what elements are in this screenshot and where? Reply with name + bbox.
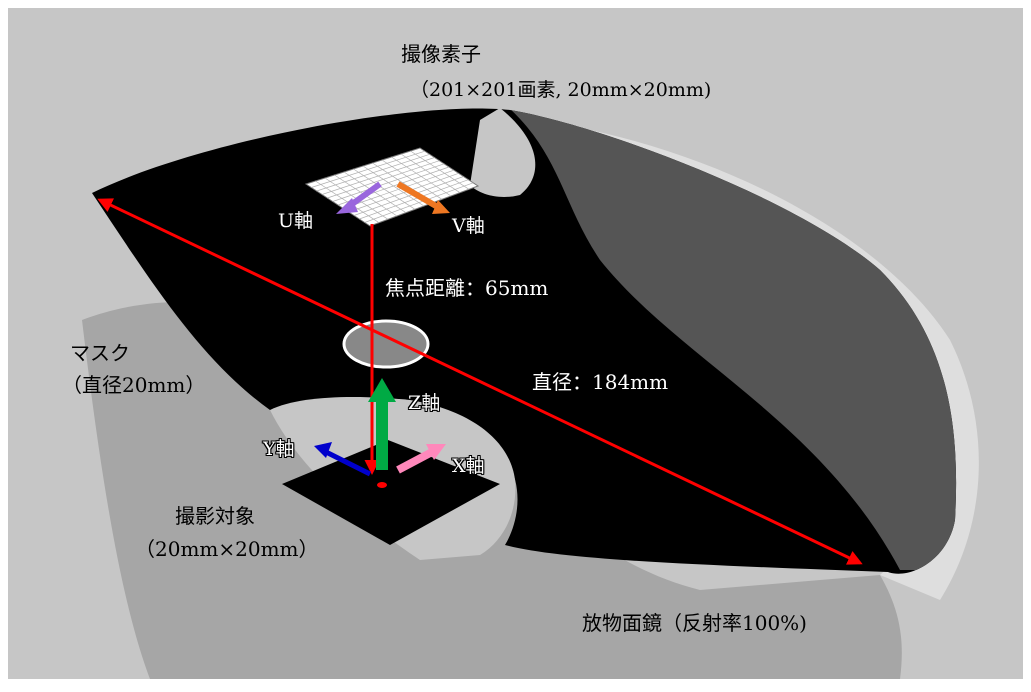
- target-spec: （20mm×20mm）: [135, 537, 319, 561]
- v-axis-label: V軸: [452, 215, 485, 237]
- x-axis-arrow: [396, 444, 446, 474]
- u-axis-label: U軸: [278, 210, 314, 232]
- x-axis-label: X軸: [452, 455, 485, 477]
- z-axis-label: Z軸: [408, 392, 441, 414]
- focal-length-label: 焦点距離：65mm: [385, 276, 549, 300]
- diameter-label: 直径：184mm: [532, 370, 669, 394]
- diameter-arrow: [97, 198, 863, 565]
- sensor-title: 撮像素子: [401, 42, 481, 66]
- mask-title: マスク: [70, 341, 130, 365]
- target-point: [377, 482, 387, 488]
- mirror-notch: [470, 108, 536, 197]
- y-axis-arrow: [314, 442, 372, 477]
- sensor-grid-line: [410, 150, 470, 190]
- mirror-label: 放物面鏡（反射率100%): [582, 611, 807, 635]
- y-axis-label: Y軸: [263, 438, 295, 460]
- mask-spec: （直径20mm）: [62, 373, 206, 397]
- sensor-spec: （201×201画素, 20mm×20mm): [410, 79, 712, 101]
- mask-ellipse: [342, 319, 430, 369]
- z-axis-arrow: [368, 378, 396, 470]
- u-axis-arrow: [336, 181, 382, 214]
- target-title: 撮影対象: [175, 504, 255, 528]
- v-axis-arrow: [396, 181, 450, 214]
